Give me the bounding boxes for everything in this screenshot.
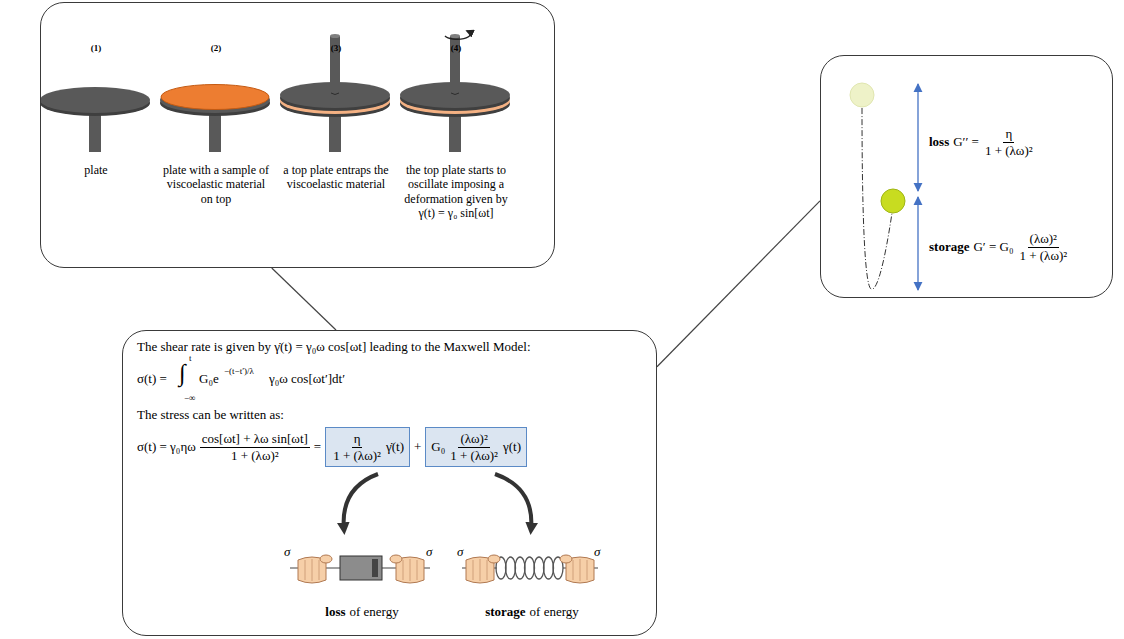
fraction: η1 + (λω)² [983, 126, 1035, 158]
equation-text: G′′ = [953, 134, 979, 150]
stress-symbol: σ [594, 544, 600, 560]
caption: loss of energy [325, 604, 398, 620]
denominator: 1 + (λω)² [331, 448, 383, 464]
numerator: cos[ωt] + λω sin[ωt] [200, 431, 310, 448]
fraction: (λω)²1 + (λω)² [1017, 231, 1069, 263]
connector-line [272, 268, 336, 330]
setup-panel: (1) (2) (3) (4) plate plate with a sample of … [40, 2, 555, 268]
stress-symbol: σ [457, 544, 463, 560]
denominator: 1 + (λω)² [983, 143, 1035, 159]
storage-arrow [495, 474, 531, 530]
equation-text: + [414, 439, 421, 455]
exponent: −(t−t′)/λ [224, 366, 254, 377]
strain-equation: γ(t) = γ₀ sin[ωt] [418, 206, 493, 220]
equation-row: σ(t) = γ₀ηωcos[ωt] + λω sin[ωt]1 + (λω)²… [137, 427, 527, 467]
caption-word: loss [325, 604, 345, 620]
fraction: cos[ωt] + λω sin[ωt]1 + (λω)² [200, 431, 310, 463]
caption-word: of energy [350, 604, 399, 620]
equation-text: The shear rate is given by γ̇(t) = γ₀ω c… [137, 339, 531, 355]
equation-text: γ̇(t) [386, 439, 404, 455]
equation-text: G′ = G₀ [973, 239, 1013, 255]
dashpot-figure [290, 555, 430, 583]
denominator: 1 + (λω)² [448, 448, 500, 464]
numerator: (λω)² [458, 431, 489, 448]
connector-line [657, 201, 820, 367]
equation-text: G₀ [431, 439, 445, 455]
step-caption: a top plate entraps the viscoelastic mat… [281, 163, 391, 192]
modulus-panel: lossG′′ =η1 + (λω)²storageG′ = G₀(λω)²1 … [820, 55, 1113, 298]
numerator: η [1003, 126, 1014, 143]
equation-row: storageG′ = G₀(λω)²1 + (λω)² [929, 231, 1069, 263]
bouncing-ball-figure [850, 83, 918, 290]
equation-text: σ(t) = γ₀ηω [137, 439, 196, 455]
plate-with-sample-figure [160, 85, 270, 153]
stress-symbol: σ [284, 544, 290, 560]
loss-term-box: η1 + (λω)²γ̇(t) [325, 427, 410, 467]
hands-figure [466, 555, 594, 583]
caption: storage of energy [485, 604, 579, 620]
caption-word: of energy [530, 604, 579, 620]
oscillating-plate-figure [400, 31, 510, 152]
equation-text: γ₀ω cos[ωt′]dt′ [269, 371, 345, 387]
caption-column: the top plate starts to oscillate imposi… [391, 163, 521, 221]
integral-limit: −∞ [184, 393, 196, 404]
entrapped-sample-figure [280, 34, 390, 152]
fraction: (λω)²1 + (λω)² [448, 431, 500, 463]
model-panel: The shear rate is given by γ̇(t) = γ₀ω c… [122, 330, 657, 636]
equation-text: G₀e [199, 371, 219, 387]
numerator: η [352, 431, 363, 448]
loss-arrow [344, 474, 378, 530]
modulus-name: loss [929, 134, 949, 150]
equation-text: γ(t) [503, 439, 521, 455]
equation-text: = [314, 439, 321, 455]
step-caption: the top plate starts to oscillate imposi… [391, 163, 521, 206]
storage-term-box: G₀(λω)²1 + (λω)²γ(t) [425, 427, 527, 467]
step-caption: plate with a sample of viscoelastic mate… [161, 163, 271, 206]
step-number: (4) [436, 43, 476, 54]
fraction: η1 + (λω)² [331, 431, 383, 463]
modulus-name: storage [929, 239, 969, 255]
denominator: 1 + (λω)² [229, 448, 281, 464]
denominator: 1 + (λω)² [1017, 248, 1069, 264]
step-number: (2) [196, 43, 236, 54]
step-number: (1) [76, 43, 116, 54]
equation-text: σ(t) = [137, 371, 167, 387]
step-number: (3) [316, 43, 356, 54]
numerator: (λω)² [1028, 231, 1059, 248]
caption-word: storage [485, 604, 525, 620]
equation-row: lossG′′ =η1 + (λω)² [929, 126, 1035, 158]
integral-limit: t [189, 353, 192, 364]
step-caption: plate [46, 163, 146, 177]
equation-text: The stress can be written as: [137, 407, 284, 423]
plate-figure [40, 87, 150, 152]
integral-sign: ∫ [179, 361, 186, 385]
stress-symbol: σ [426, 544, 432, 560]
